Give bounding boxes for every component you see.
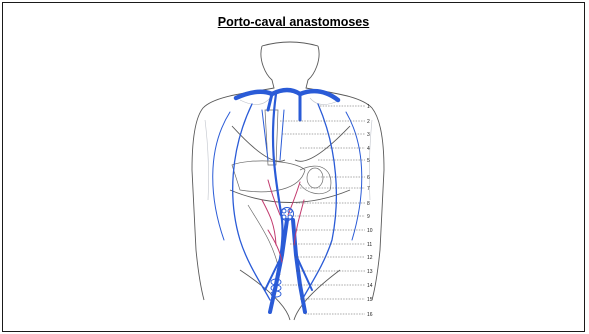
label-15: 15	[367, 297, 373, 303]
label-14: 14	[367, 283, 373, 289]
label-numbers: 1 2 3 4 5 6 7 8 9 10 11 12 13 14 15 16	[367, 104, 373, 318]
torso-outline	[192, 42, 384, 320]
label-16: 16	[367, 312, 373, 318]
label-13: 13	[367, 269, 373, 275]
label-6: 6	[367, 175, 370, 181]
label-1: 1	[367, 104, 370, 110]
label-12: 12	[367, 255, 373, 261]
label-5: 5	[367, 158, 370, 164]
label-7: 7	[367, 186, 370, 192]
label-3: 3	[367, 132, 370, 138]
label-9: 9	[367, 214, 370, 220]
label-11: 11	[367, 242, 372, 248]
systemic-veins	[213, 90, 362, 312]
label-2: 2	[367, 119, 370, 125]
label-8: 8	[367, 201, 370, 207]
leader-lines	[280, 106, 365, 314]
label-4: 4	[367, 146, 370, 152]
label-10: 10	[367, 228, 373, 234]
